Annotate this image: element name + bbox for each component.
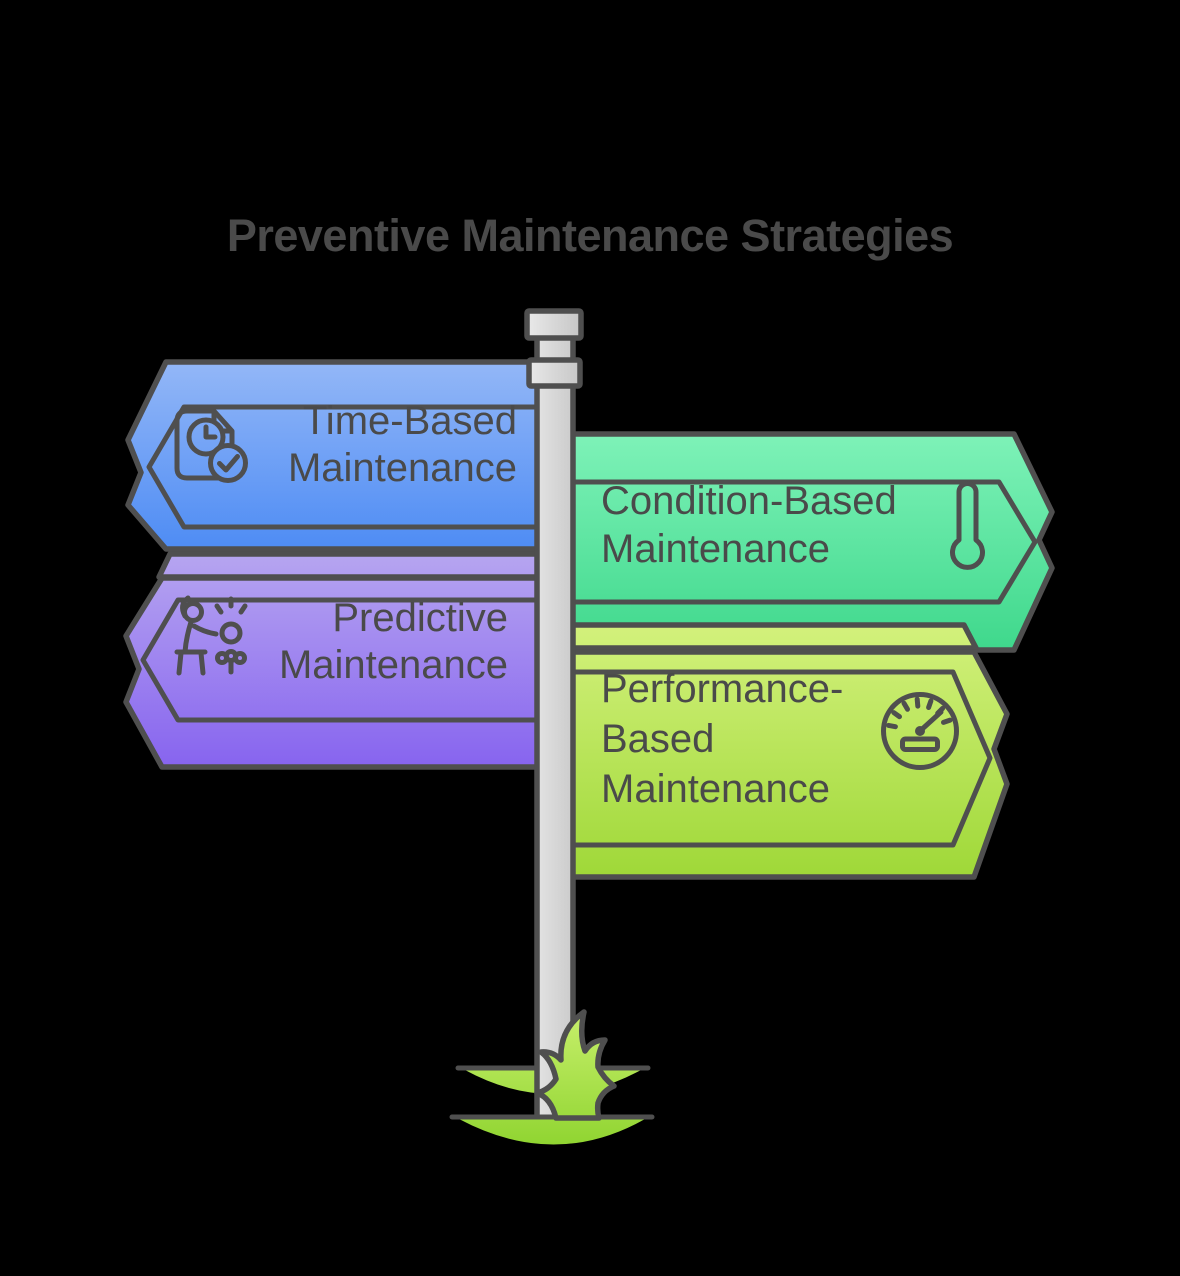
- thermometer-icon: [950, 481, 985, 570]
- speedometer-icon: [881, 692, 959, 770]
- sign-predictive: [123, 551, 559, 770]
- sign-inner-border: [140, 597, 559, 723]
- sign-pole: [524, 308, 584, 1121]
- sign-board-edge: [156, 551, 559, 580]
- label-line: Time-Based: [302, 399, 517, 443]
- label-line: Maintenance: [278, 643, 508, 687]
- label-line: Maintenance: [287, 446, 517, 490]
- sign-label-predictive: Predictive Maintenance: [279, 595, 508, 689]
- page-title: Preventive Maintenance Strategies: [226, 210, 954, 261]
- person-idea-icon: [174, 595, 248, 676]
- sign-condition-based: [567, 431, 1055, 653]
- label-line: Performance-: [601, 667, 844, 711]
- document-clock-check-icon: [174, 408, 248, 483]
- sign-label-time-based: Time-Based Maintenance: [288, 398, 517, 492]
- sign-label-performance-based: Performance- Based Maintenance: [601, 664, 843, 814]
- sign-inner-border: [146, 404, 559, 530]
- sign-board-edge: [567, 622, 979, 651]
- grass-tuft: [534, 1009, 617, 1121]
- sign-board: [567, 649, 1010, 880]
- label-line: Condition-Based: [601, 479, 897, 523]
- sign-label-condition-based: Condition-Based Maintenance: [601, 477, 897, 573]
- label-line: Based: [601, 717, 715, 761]
- label-line: Maintenance: [601, 767, 831, 811]
- label-line: Maintenance: [601, 527, 831, 571]
- pole-shaft: [534, 334, 576, 1121]
- grass-mound-lower: [449, 1114, 655, 1145]
- label-line: Predictive: [332, 596, 508, 640]
- pole-cap: [524, 308, 584, 341]
- pole-collar: [526, 357, 583, 389]
